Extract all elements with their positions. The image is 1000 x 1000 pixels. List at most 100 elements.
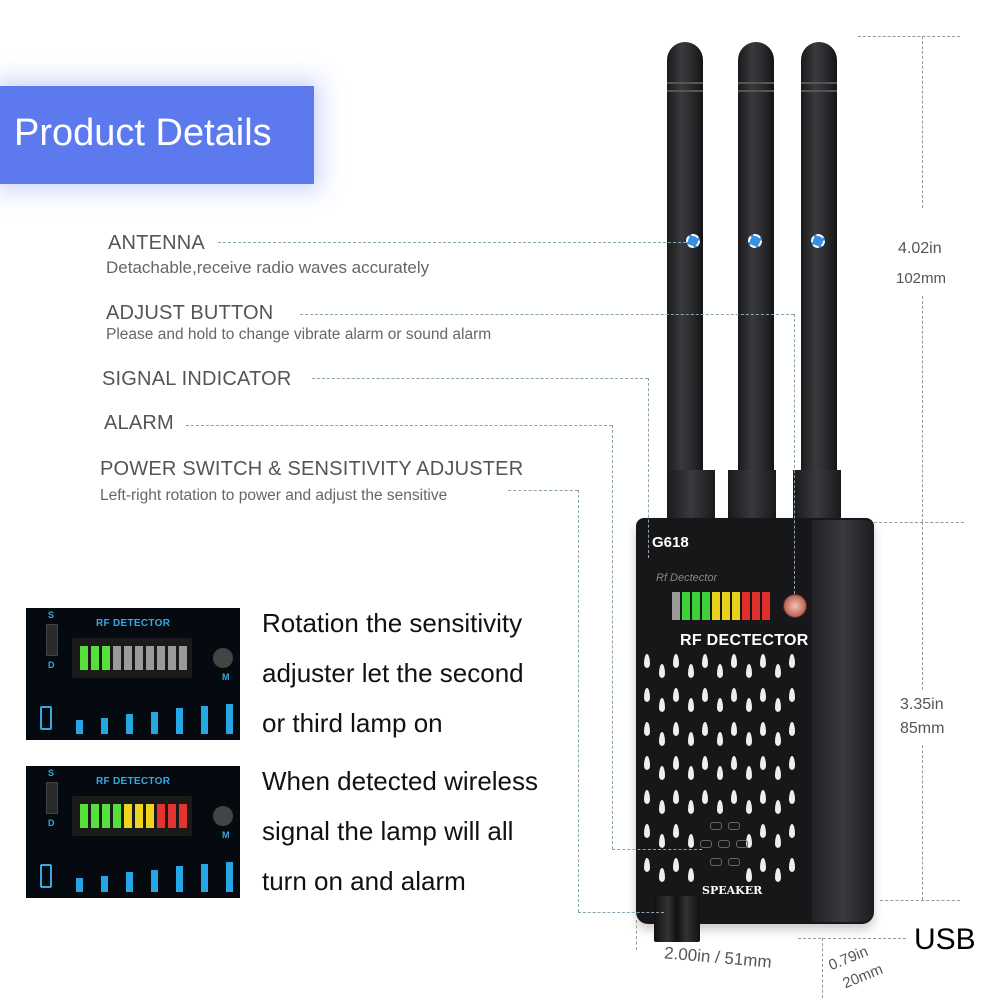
- grille-hole: [716, 664, 723, 678]
- panel-title: RF DETECTOR: [96, 776, 171, 787]
- grille-hole: [716, 800, 723, 814]
- led-segment: [762, 592, 770, 620]
- grille-hole: [745, 698, 752, 712]
- leader-alarm-v: [612, 425, 613, 849]
- panel-title: RF DETECTOR: [96, 618, 171, 629]
- led-segment: [146, 646, 154, 670]
- signal-bar: [201, 706, 208, 734]
- grille-hole: [687, 868, 694, 882]
- grille-hole: [716, 698, 723, 712]
- callout-alarm: ALARM: [104, 412, 174, 434]
- callout-adjust-button-desc: Please and hold to change vibrate alarm …: [106, 326, 492, 343]
- grille-hole: [644, 790, 650, 804]
- signal-bar: [226, 862, 233, 892]
- antenna-1: [667, 42, 703, 482]
- led-segment: [742, 592, 750, 620]
- grille-hole: [731, 654, 737, 668]
- grille-hole: [774, 732, 781, 746]
- grille-hole: [658, 698, 665, 712]
- grille-hole: [658, 766, 665, 780]
- led-segment: [682, 592, 690, 620]
- battery-icon: [40, 864, 52, 888]
- knob-icon: [213, 806, 233, 826]
- grille-hole: [702, 790, 708, 804]
- dim-body-line-lower: [922, 745, 923, 900]
- mode-switch: [46, 624, 58, 656]
- grille-hole: [702, 688, 708, 702]
- header-banner: [0, 86, 314, 184]
- grille-hole: [789, 654, 795, 668]
- signal-indicator: [672, 592, 770, 620]
- led-segment: [752, 592, 760, 620]
- power-knob[interactable]: [654, 896, 700, 942]
- led-segment: [135, 646, 143, 670]
- grille-hole: [789, 688, 795, 702]
- grille-hole: [673, 824, 679, 838]
- page-title: Product Details: [14, 112, 272, 154]
- grille-hole: [760, 756, 766, 770]
- signal-bar: [176, 866, 183, 892]
- switch-d-label: D: [48, 660, 55, 670]
- grille-hole: [716, 732, 723, 746]
- signal-bar: [226, 704, 233, 734]
- antenna-1-base: [667, 470, 715, 522]
- dim-body-in: 3.35in: [900, 696, 944, 713]
- grille-hole: [760, 688, 766, 702]
- grille-hole: [745, 800, 752, 814]
- grille-hole: [760, 790, 766, 804]
- leader-alarm: [186, 425, 612, 426]
- led-segment: [168, 804, 176, 828]
- caption-1-line-1: Rotation the sensitivity: [262, 608, 523, 638]
- grille-hole: [673, 756, 679, 770]
- grille-hole: [644, 722, 650, 736]
- led-segment: [102, 804, 110, 828]
- dim-antenna-in: 4.02in: [898, 240, 942, 257]
- led-segment: [179, 804, 187, 828]
- dim-depth-line: [822, 938, 823, 998]
- grille-hole: [644, 654, 650, 668]
- signal-bar: [201, 864, 208, 892]
- grille-hole: [658, 834, 665, 848]
- leader-power-switch-v: [578, 490, 579, 912]
- grille-hole: [774, 766, 781, 780]
- switch-d-label: D: [48, 818, 55, 828]
- dim-antenna-line-upper: [922, 36, 923, 208]
- led-segment: [157, 804, 165, 828]
- grille-hole: [760, 824, 766, 838]
- device-main-label: RF DECTECTOR: [680, 632, 809, 649]
- signal-bar: [176, 708, 183, 734]
- grille-hole: [745, 834, 752, 848]
- antenna-marker-2: [748, 234, 762, 248]
- dim-antenna-line-lower: [922, 296, 923, 522]
- grille-hole: [774, 800, 781, 814]
- led-segment: [179, 646, 187, 670]
- mode-m-label: M: [222, 830, 230, 840]
- signal-bar: [101, 718, 108, 734]
- signal-bar: [76, 878, 83, 892]
- grille-hole: [760, 722, 766, 736]
- speaker-label: SPEAKER: [702, 884, 763, 897]
- grille-hole: [658, 732, 665, 746]
- grille-hole: [673, 722, 679, 736]
- led-segment: [722, 592, 730, 620]
- led-segment: [692, 592, 700, 620]
- adjust-button[interactable]: [783, 594, 807, 618]
- signal-bar: [151, 870, 158, 892]
- callout-antenna: ANTENNA: [108, 232, 205, 254]
- grille-hole: [687, 766, 694, 780]
- grille-hole: [687, 732, 694, 746]
- switch-s-label: S: [48, 610, 55, 620]
- signal-bar: [126, 872, 133, 892]
- grille-hole: [644, 824, 650, 838]
- dim-usb-line: [798, 938, 906, 939]
- leader-signal-indicator-v: [648, 378, 649, 558]
- dim-width-left: [636, 920, 637, 950]
- antenna-3: [801, 42, 837, 482]
- battery-icon: [40, 706, 52, 730]
- grille-hole: [673, 790, 679, 804]
- grille-hole: [716, 766, 723, 780]
- device-small-label: Rf Dectector: [656, 572, 718, 584]
- callout-antenna-desc: Detachable,receive radio waves accuratel…: [106, 258, 430, 277]
- leader-power-switch: [508, 490, 578, 491]
- grille-hole: [745, 868, 752, 882]
